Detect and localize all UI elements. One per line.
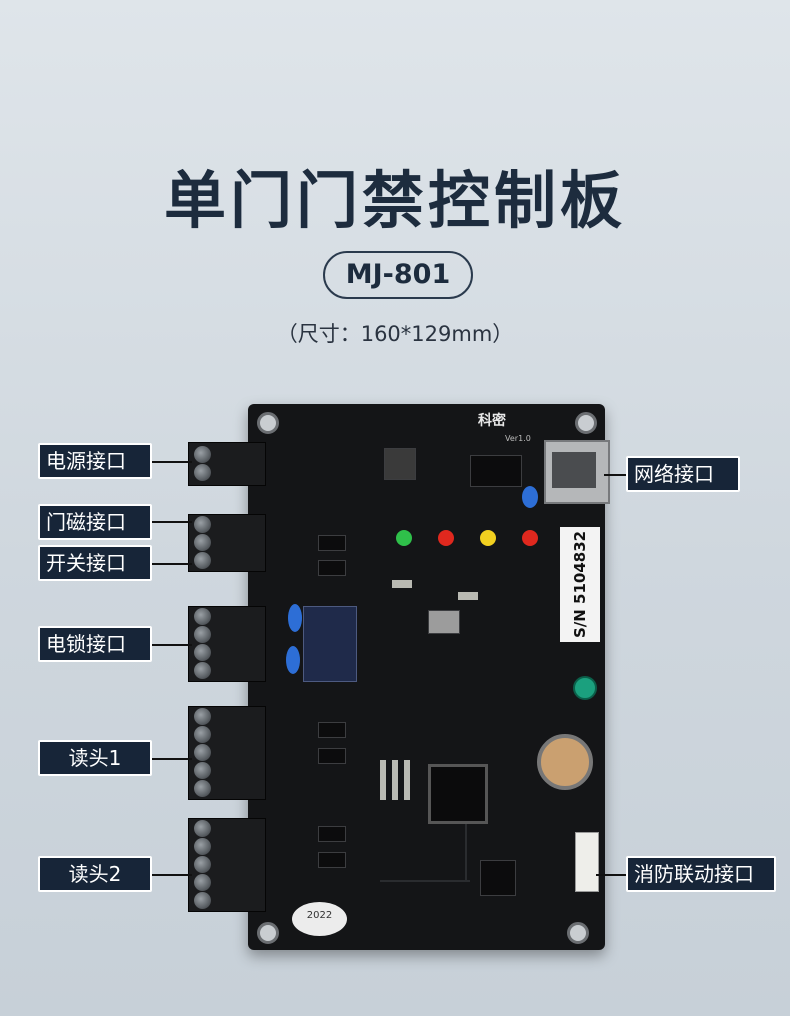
logic-chip [480,860,516,896]
optocoupler [318,560,346,576]
mounting-hole [257,922,279,944]
model-badge: MJ-801 [323,251,473,299]
microcontroller-chip [428,764,488,824]
screw-icon [194,644,211,661]
screw-icon [194,662,211,679]
screw-icon [194,708,211,725]
screw-icon [194,892,211,909]
optocoupler [318,852,346,868]
mounting-hole [567,922,589,944]
blue-capacitor [288,604,302,632]
screw-icon [194,780,211,797]
red-led [438,530,454,546]
optocoupler [318,535,346,551]
screw-icon [194,464,211,481]
leader-line [152,461,192,463]
optocoupler [318,748,346,764]
potentiometer [573,676,597,700]
switch-port-label: 开关接口 [38,545,152,581]
network-transformer [470,455,522,487]
mounting-hole [575,412,597,434]
crystal [428,610,460,634]
screw-icon [194,744,211,761]
green-led [396,530,412,546]
leader-line [596,874,626,876]
optocoupler [318,722,346,738]
screw-icon [194,856,211,873]
door-sensor-port-label: 门磁接口 [38,504,152,540]
blue-capacitor [286,646,300,674]
smd-component [404,760,410,800]
network-port-label: 网络接口 [626,456,740,492]
leader-line [152,758,192,760]
power-port-label: 电源接口 [38,443,152,479]
page-title: 单门门禁控制板 [163,164,626,237]
screw-icon [194,608,211,625]
board-trace [465,820,467,880]
screw-icon [194,534,211,551]
blue-capacitor [522,486,538,508]
lock-port-label: 电锁接口 [38,626,152,662]
size-text: （尺寸：160*129mm） [276,322,514,346]
red-led [522,530,538,546]
screw-icon [194,552,211,569]
coin-battery [537,734,593,790]
fire-alarm-connector [575,832,599,892]
board-version: Ver1.0 [505,434,531,443]
screw-icon [194,762,211,779]
smd-component [458,592,478,600]
smd-component [380,760,386,800]
reader1-port-label: 读头1 [38,740,152,776]
board-trace [380,880,470,882]
screw-icon [194,446,211,463]
brand-logo: 科密 [478,413,506,429]
mounting-hole [257,412,279,434]
screw-icon [194,726,211,743]
relay [303,606,357,682]
smd-component [392,580,412,588]
leader-line [152,874,192,876]
optocoupler [318,826,346,842]
fire-link-port-label: 消防联动接口 [626,856,776,892]
date-sticker: 2022 [292,902,347,936]
yellow-led [480,530,496,546]
leader-line [604,474,628,476]
screw-icon [194,820,211,837]
screw-icon [194,838,211,855]
screw-icon [194,626,211,643]
screw-icon [194,874,211,891]
inductor [384,448,416,480]
smd-component [392,760,398,800]
serial-number: S/N 5104832 [560,527,600,642]
leader-line [152,644,192,646]
reader2-port-label: 读头2 [38,856,152,892]
leader-line [152,521,192,523]
leader-line [152,563,192,565]
ethernet-port-opening [552,452,596,488]
screw-icon [194,516,211,533]
